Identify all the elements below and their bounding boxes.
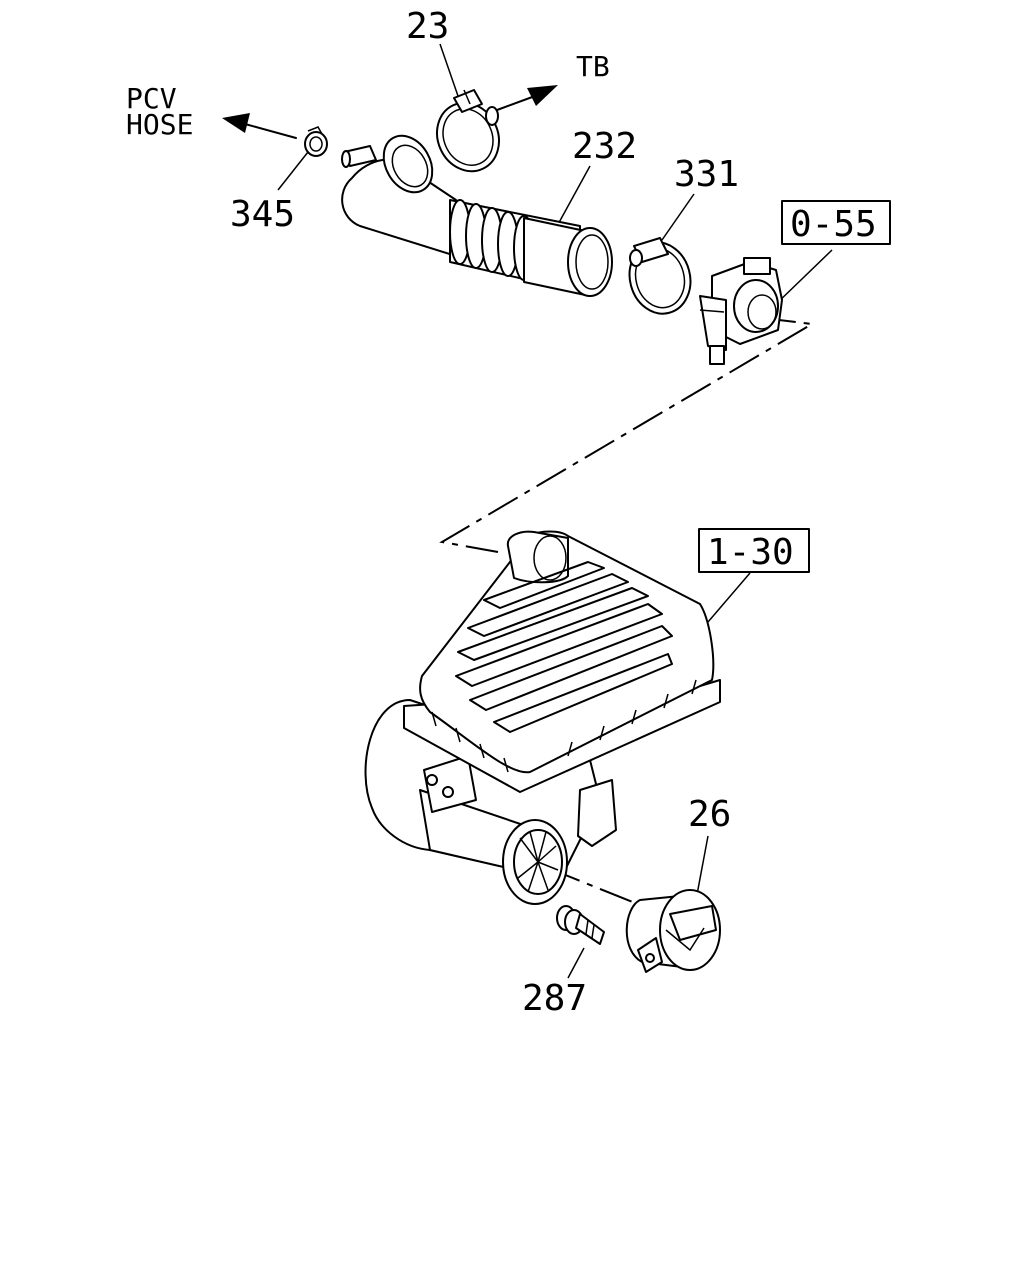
hose-clamp-23 bbox=[436, 89, 500, 173]
airflow-sensor-0-55 bbox=[699, 257, 783, 365]
air-cleaner-assembly-1-30 bbox=[364, 530, 721, 905]
callout-232: 232 bbox=[572, 126, 637, 167]
inlet-duct-26 bbox=[625, 889, 721, 973]
callout-23: 23 bbox=[406, 6, 449, 47]
callout-26: 26 bbox=[688, 794, 731, 835]
ref-box-1-30: 1-30 bbox=[698, 528, 810, 573]
callout-345: 345 bbox=[230, 194, 295, 235]
intake-hose-232 bbox=[341, 134, 613, 297]
pcv-label: PCV bbox=[126, 82, 177, 115]
pcv-hose-arrow bbox=[222, 113, 297, 139]
leader-lines bbox=[277, 43, 833, 979]
ref-0-55-text: 0-55 bbox=[790, 204, 877, 245]
hose-clamp-345 bbox=[304, 126, 328, 157]
callout-287: 287 bbox=[522, 978, 587, 1019]
tb-arrow bbox=[496, 85, 558, 111]
callout-331: 331 bbox=[674, 154, 739, 195]
tb-label: TB bbox=[576, 50, 610, 83]
hose-clamp-331 bbox=[628, 237, 692, 315]
hose-label: HOSE bbox=[126, 108, 193, 141]
ref-box-0-55: 0-55 bbox=[781, 200, 891, 245]
bolt-287 bbox=[556, 905, 605, 945]
ref-1-30-text: 1-30 bbox=[707, 532, 794, 573]
